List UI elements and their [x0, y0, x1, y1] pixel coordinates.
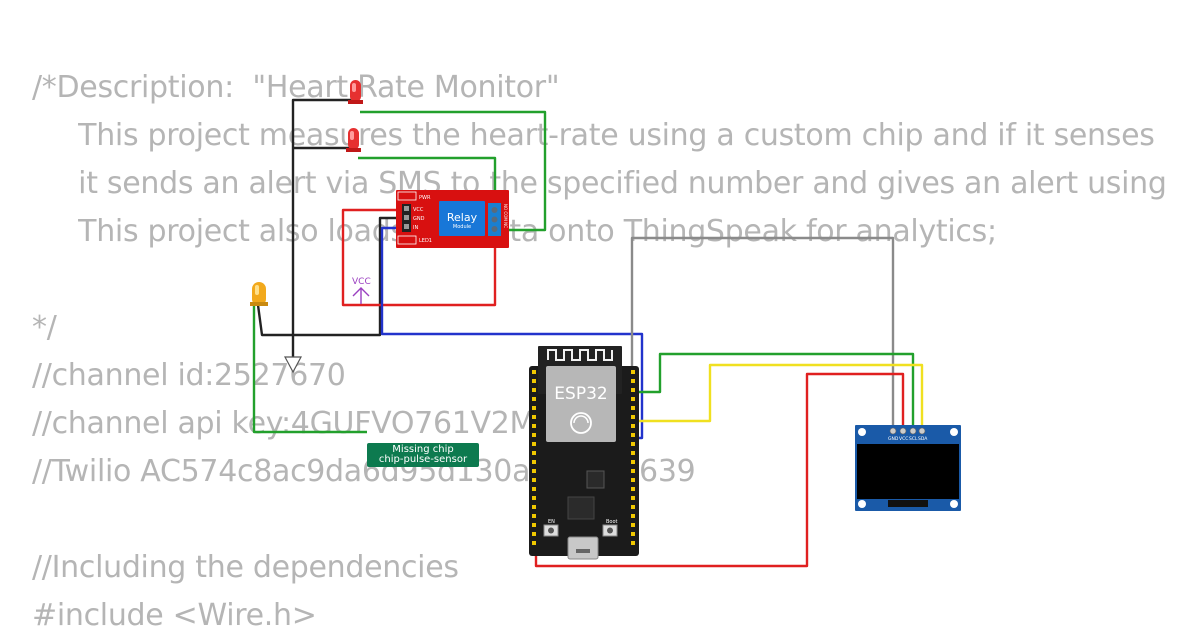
red-led-1[interactable]	[348, 80, 363, 104]
esp32-module-shield	[546, 366, 616, 442]
oled-pin-sda: SDA	[918, 436, 928, 442]
esp32-usb-port	[567, 536, 599, 560]
esp32-boot-label: Boot	[606, 519, 618, 525]
esp32-antenna	[547, 349, 613, 361]
relay-pin-led1: LED1	[419, 238, 432, 244]
red-led-2[interactable]	[346, 128, 361, 152]
esp32-label: ESP32	[554, 384, 607, 404]
esp32-regulator	[586, 470, 605, 489]
wire-red-oled-vcc[interactable]	[534, 372, 905, 568]
wire-green-led1[interactable]	[360, 110, 547, 232]
code-line: it sends an alert via SMS to the specifi…	[32, 166, 1167, 201]
missing-chip-line2: chip-pulse-sensor	[378, 454, 468, 465]
wire-green-oled-scl[interactable]	[633, 352, 915, 430]
oled-screen	[857, 444, 959, 499]
relay-terminal-label: NO COM NC	[503, 204, 508, 228]
oled-pin-scl: SCL	[909, 436, 918, 442]
code-editor-background: /*Description: "Heart Rate Monitor" This…	[32, 64, 1168, 630]
code-line: /*Description: "Heart Rate Monitor"	[32, 70, 560, 105]
wire-blue-relay-in[interactable]	[380, 226, 644, 440]
code-line: #include <Wire.h>	[32, 598, 317, 630]
code-line: This project measures the heart-rate usi…	[32, 118, 1155, 153]
relay-pin-pwr: PWR	[419, 195, 431, 201]
wire-black-ground[interactable]	[291, 98, 355, 357]
wire-yellow-oled-sda[interactable]	[633, 363, 924, 430]
wire-black-relay-gnd[interactable]	[293, 216, 402, 337]
esp32-right-header	[631, 370, 635, 545]
vcc-symbol[interactable]: VCC	[352, 277, 371, 304]
yellow-led[interactable]	[250, 282, 268, 306]
relay-pin-gnd: GND	[413, 216, 425, 222]
code-line: */	[32, 310, 57, 345]
relay-title: Relay	[447, 211, 478, 224]
wire-red-relay-vcc[interactable]	[341, 208, 497, 307]
missing-chip-badge[interactable]: Missing chip chip-pulse-sensor	[367, 443, 479, 467]
code-line: //channel api key:4GUFVO761V2M	[32, 406, 536, 441]
oled-display[interactable]: GND VCC SCL SDA	[855, 425, 961, 511]
oled-pin-gnd: GND	[888, 436, 899, 442]
relay-subtitle: Module	[453, 224, 471, 230]
wire-black-yellow-led[interactable]	[256, 304, 293, 337]
code-line: //Including the dependencies	[32, 550, 459, 585]
vcc-label: VCC	[352, 277, 371, 287]
ground-symbol[interactable]	[284, 356, 302, 374]
espressif-logo-icon	[570, 412, 592, 434]
oled-pin-vcc: VCC	[899, 436, 908, 442]
wire-green-pulse[interactable]	[252, 305, 367, 434]
relay-coil	[439, 201, 485, 236]
esp32-en-label: EN	[548, 519, 555, 525]
wire-gray-oled-gnd[interactable]	[630, 236, 895, 430]
relay-pin-in: IN	[413, 225, 418, 231]
code-line: //channel id:2527670	[32, 358, 346, 393]
relay-module[interactable]: PWR VCC GND IN LED1 Relay Module NO COM …	[396, 190, 509, 248]
relay-pin-vcc: VCC	[413, 207, 424, 213]
esp32-left-header	[532, 370, 536, 545]
esp32-usb-chip	[567, 496, 595, 520]
missing-chip-line1: Missing chip	[392, 444, 454, 455]
esp32-board[interactable]: ESP32 EN Boot	[529, 346, 639, 560]
